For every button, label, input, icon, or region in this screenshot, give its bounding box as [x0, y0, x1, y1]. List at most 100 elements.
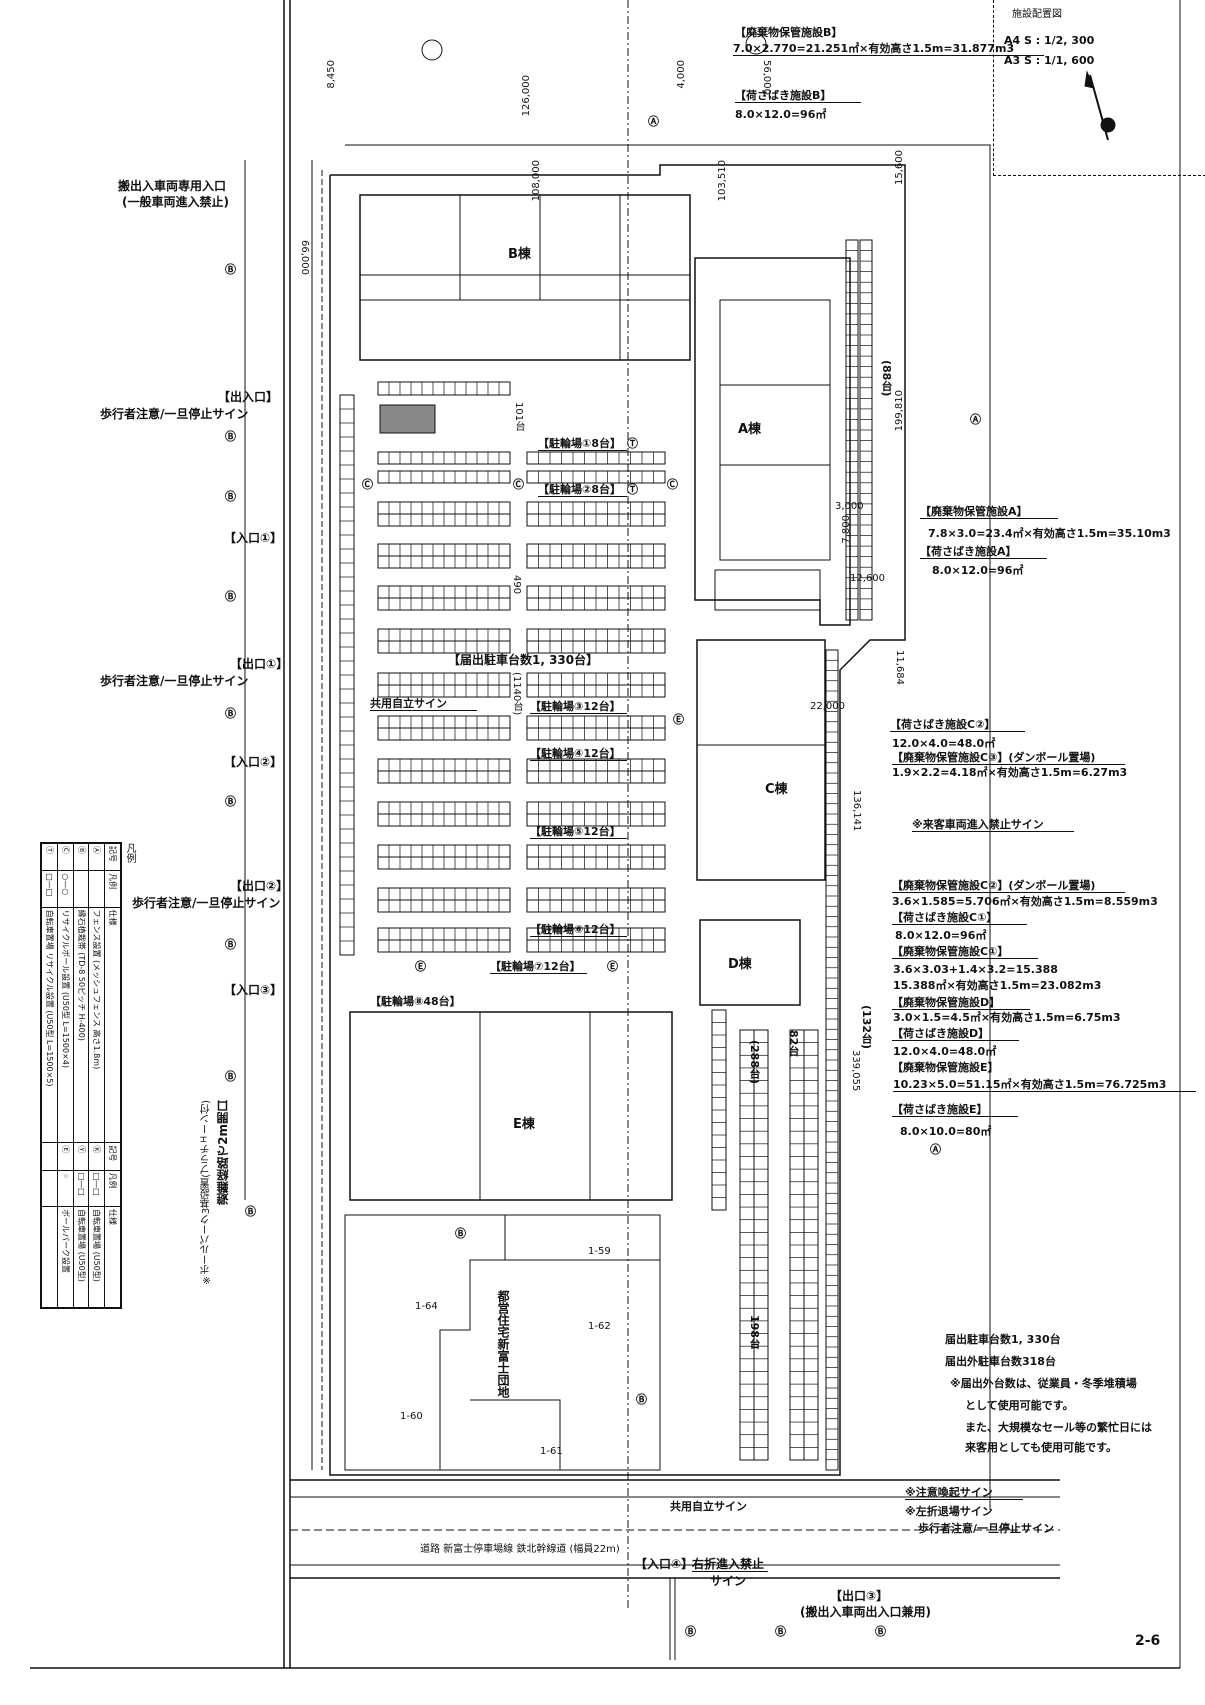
parking-stalls [339, 239, 873, 1471]
housing-label: 都営住宅新富士団地 [496, 1290, 510, 1398]
bike-parking-4: 【駐輪場④12台】 [530, 747, 627, 761]
marker-c-icon: Ⓒ [362, 478, 373, 491]
scale-a3: A3 S : 1/1, 600 [1004, 54, 1095, 67]
parking-stall-row [526, 856, 666, 870]
housing-lot: 1-62 [588, 1321, 611, 1332]
parking-stall-row [377, 470, 511, 484]
parking-stall-row [377, 856, 511, 870]
note-line: 来客用としても使用可能です。 [965, 1441, 1118, 1454]
visitor-no-entry-sign: ※来客車両進入禁止サイン [912, 818, 1074, 832]
parking-stall-row [526, 887, 666, 901]
parking-stall-row [526, 451, 666, 465]
waste-c3-title: 【廃棄物保管施設C③】(ダンボール置場) [892, 751, 1126, 765]
parking-stall-row [526, 543, 666, 557]
dimension: 22,000 [810, 701, 845, 712]
marker-t-icon: Ⓣ [627, 437, 638, 450]
south-road [290, 1479, 1060, 1660]
building-d-outline [699, 919, 801, 1006]
shared-sign-label: 共用自立サイン [370, 697, 477, 711]
no-right-turn-sign-label: サイン [710, 1574, 747, 1588]
dimension: 126,000 [521, 75, 532, 117]
parking-stall-row [377, 640, 511, 654]
scale-title: 施設配置図 [1012, 9, 1062, 20]
marker-b-icon: Ⓑ [636, 1393, 647, 1406]
waste-c1-title: 【廃棄物保管施設C①】 [892, 945, 1039, 959]
building-e-label: E棟 [513, 1117, 535, 1132]
parking-count-101: 101台 [513, 402, 524, 432]
parking-stall-row [377, 758, 511, 772]
north-arrow-icon [1084, 70, 1116, 141]
parking-stall-row [526, 813, 666, 827]
dimension: 108,000 [531, 160, 542, 202]
legend-symbol: Ⓨ [73, 1142, 89, 1171]
waste-c2-calc: 3.6×1.585=5.706㎡×有効高さ1.5m=8.559m3 [892, 895, 1158, 908]
note-declared-parking: 届出駐車台数1, 330台 [945, 1333, 1061, 1346]
housing-lot: 1-59 [588, 1246, 611, 1257]
parking-stall-row [526, 585, 666, 599]
parking-stall-row [377, 715, 511, 729]
dimension: 15,600 [894, 150, 905, 185]
declared-parking-total: 【届出駐車台数1, 330台】 [448, 653, 599, 667]
waste-d-calc: 3.0×1.5=4.5㎡×有効高さ1.5m=6.75m3 [893, 1011, 1121, 1024]
parking-stall-row [526, 597, 666, 611]
marker-b-icon: Ⓑ [225, 490, 236, 503]
marker-b-icon: Ⓑ [775, 1625, 786, 1638]
legend-col-symbol: 記号 [104, 1142, 121, 1171]
parking-stall-row [526, 513, 666, 527]
dimension: 4,000 [676, 60, 687, 89]
marker-b-icon: Ⓑ [245, 1205, 256, 1218]
exit-1-label: 【出口①】 [230, 657, 289, 671]
page-number: 2-6 [1135, 1633, 1161, 1649]
pedestrian-sign-label: 歩行者注意/一旦停止サイン [100, 407, 249, 421]
loading-c2-title: 【荷さばき施設C②】 [890, 718, 1026, 732]
marker-b-icon: Ⓑ [225, 430, 236, 443]
parking-stall-row [526, 715, 666, 729]
parking-stall-row [526, 640, 666, 654]
entrance-3-label: 【入口③】 [224, 983, 283, 997]
building-e-outline [349, 1011, 673, 1201]
legend-symbol: Ⓒ [57, 843, 74, 871]
legend-col-spec: 仕様 [104, 1206, 121, 1308]
parking-stall-row [526, 844, 666, 858]
marker-a-icon: Ⓐ [970, 413, 981, 426]
truck-entrance-label: 搬出入車両専用入口 [118, 179, 227, 193]
parking-stall-row [377, 801, 511, 815]
parking-stall-row [526, 770, 666, 784]
loading-d-calc: 12.0×4.0=48.0㎡ [893, 1045, 997, 1058]
legend-table: 記号 凡例 仕様 記号 凡例 仕様 Ⓐ フェンス設置 (メッシュフェンス 高さ1… [40, 842, 135, 1309]
dimension: 339,055 [850, 1050, 861, 1092]
loading-c2-calc: 12.0×4.0=48.0㎡ [892, 737, 996, 750]
bike-parking-8: 【駐輪場⑧48台】 [370, 995, 461, 1008]
note-line: また、大規模なセール等の繁忙日には [965, 1421, 1152, 1434]
parking-stall-column [739, 1029, 755, 1461]
parking-stall-column [803, 1029, 819, 1461]
parking-stall-column [859, 239, 873, 621]
marker-b-icon: Ⓑ [225, 938, 236, 951]
note-line: として使用可能です。 [965, 1399, 1074, 1412]
pedestrian-sign-label: 歩行者注意/一旦停止サイン [100, 674, 249, 688]
parking-stall-row [526, 672, 666, 686]
parking-stall-column [789, 1029, 805, 1461]
parking-count-88: (88台) [880, 360, 893, 397]
truck-entrance-note: (一般車両進入禁止) [122, 195, 229, 209]
marker-e-icon: Ⓔ [673, 713, 684, 726]
pedestrian-sign-label: 歩行者注意/一旦停止サイン [918, 1522, 1055, 1535]
dimension: 3,000 [835, 501, 864, 512]
parking-stall-row [377, 727, 511, 741]
legend-col-legend: 凡例 [104, 1170, 121, 1207]
housing-lot: 1-64 [415, 1301, 438, 1312]
bike-parking-5: 【駐輪場⑤12台】 [530, 825, 627, 839]
entrance-2-label: 【入口②】 [224, 755, 283, 769]
waste-d-title: 【廃棄物保管施設D】 [892, 996, 1031, 1010]
bike-parking-1: 【駐輪場①8台】 [538, 437, 627, 451]
waste-c2-title: 【廃棄物保管施設C②】(ダンボール置場) [892, 879, 1126, 893]
legend-spec: リサイクルボール設置 (U50型 L=1500×4) [57, 907, 74, 1143]
loading-e-calc: 8.0×10.0=80㎡ [900, 1125, 992, 1138]
parking-stall-row [526, 727, 666, 741]
parking-stall-row [377, 939, 511, 953]
parking-stall-row [377, 501, 511, 515]
exit-3-note: (搬出入車両出入口兼用) [800, 1605, 931, 1619]
building-d-label: D棟 [728, 957, 752, 972]
left-turn-sign-label: ※左折退場サイン [905, 1505, 993, 1518]
